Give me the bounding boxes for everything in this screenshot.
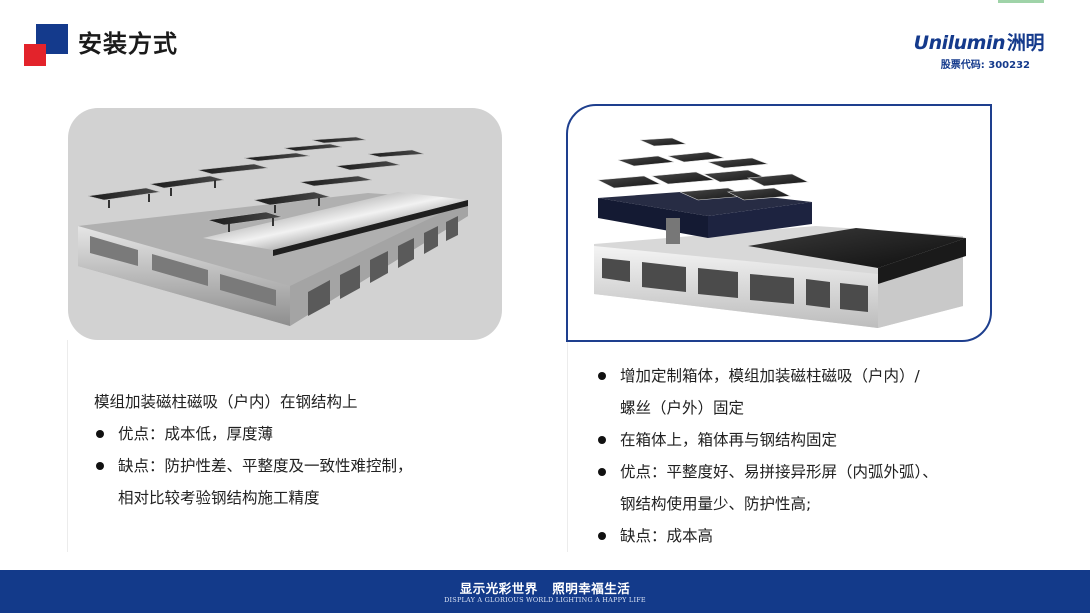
left-bullet-cons-cont: 相对比较考验钢结构施工精度 bbox=[118, 489, 320, 507]
right-bullet-cabinet: 增加定制箱体，模组加装磁柱磁吸（户内）/ bbox=[596, 360, 1036, 392]
left-description: 模组加装磁柱磁吸（户内）在钢结构上 bbox=[94, 393, 358, 411]
right-text-block: 增加定制箱体，模组加装磁柱磁吸（户内）/ 螺丝（户外）固定 在箱体上，箱体再与钢… bbox=[596, 360, 1036, 552]
brand-name-cn: 洲明 bbox=[1006, 32, 1045, 54]
right-bullet-cons: 缺点：成本高 bbox=[596, 520, 1036, 552]
page-title: 安装方式 bbox=[78, 30, 178, 58]
right-bullet-pros: 优点：平整度好、易拼接异形屏（内弧外弧）、 bbox=[596, 456, 1036, 488]
left-install-image bbox=[68, 108, 502, 340]
footer-slogan-cn: 显示光彩世界 照明幸福生活 bbox=[459, 581, 631, 596]
right-install-image bbox=[566, 104, 992, 342]
stock-code: 股票代码: 300232 bbox=[940, 60, 1030, 71]
left-bullet-pros: 优点：成本低，厚度薄 bbox=[94, 418, 534, 450]
right-bullet-pros-cont: 钢结构使用量少、防护性高; bbox=[620, 495, 812, 513]
right-bullet-cabinet-cont: 螺丝（户外）固定 bbox=[620, 399, 745, 417]
left-bullet-cons: 缺点：防护性差、平整度及一致性难控制， bbox=[94, 450, 534, 482]
footer-bar: 显示光彩世界 照明幸福生活 DISPLAY A GLORIOUS WORLD L… bbox=[0, 570, 1090, 613]
right-column-divider bbox=[567, 342, 568, 552]
footer-slogan-en: DISPLAY A GLORIOUS WORLD LIGHTING A HAPP… bbox=[444, 596, 646, 604]
brand-name-en: Unilumin bbox=[913, 32, 1006, 54]
right-bullet-fix: 在箱体上，箱体再与钢结构固定 bbox=[596, 424, 1036, 456]
left-text-block: 模组加装磁柱磁吸（户内）在钢结构上 优点：成本低，厚度薄 缺点：防护性差、平整度… bbox=[94, 386, 534, 514]
cabinet-illustration bbox=[594, 137, 966, 328]
steel-frame-illustration bbox=[78, 136, 468, 326]
logo-red-square bbox=[24, 44, 46, 66]
logo-mark-icon bbox=[24, 24, 68, 68]
left-column-divider bbox=[67, 340, 68, 552]
top-accent-tab bbox=[998, 0, 1044, 3]
